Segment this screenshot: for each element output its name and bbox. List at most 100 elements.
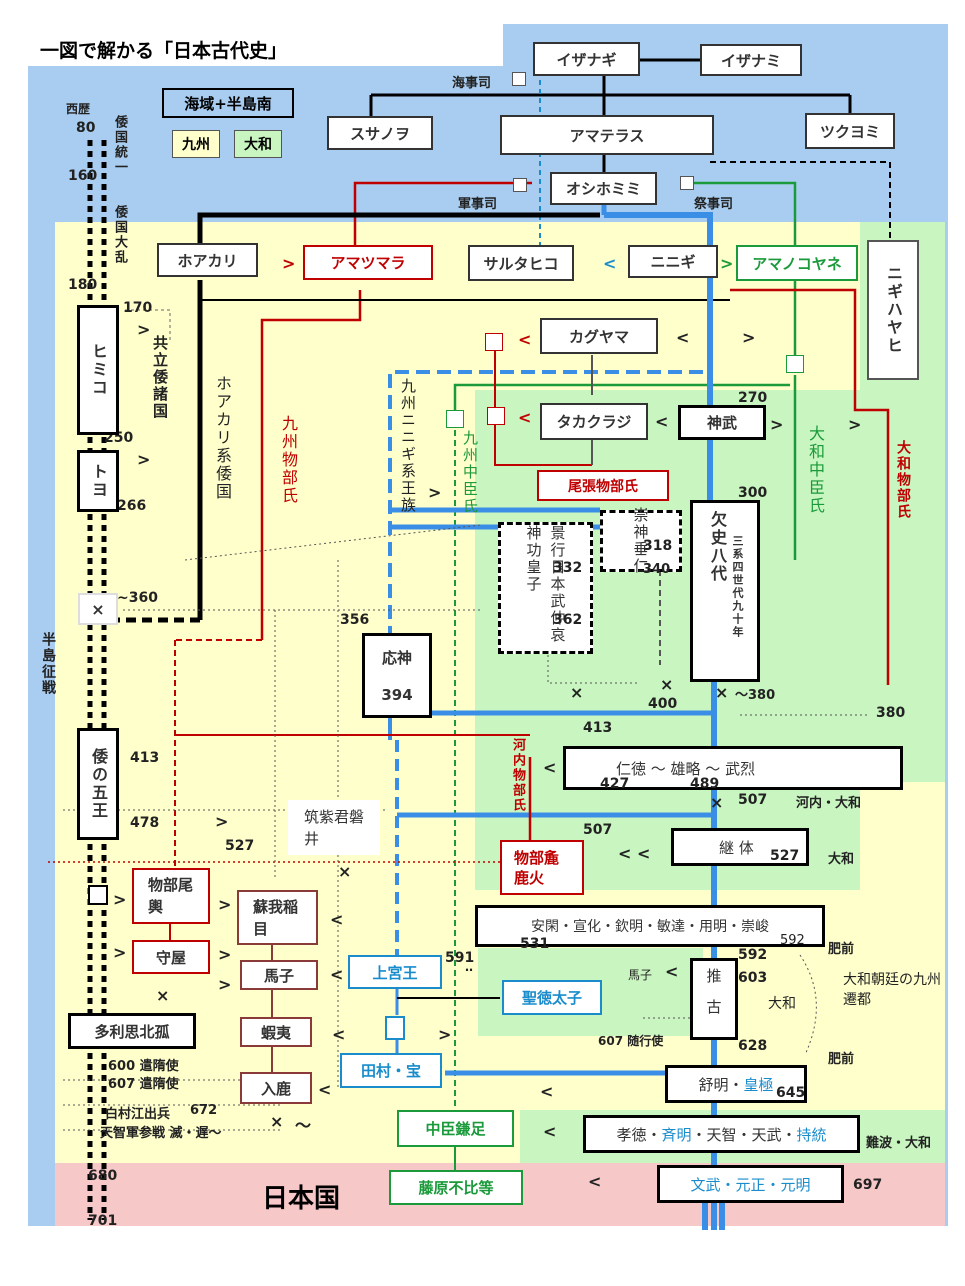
num-645: 645 (776, 1085, 806, 1101)
kamitsumiya-box: 上宮王 (348, 955, 442, 989)
nintoku-box: 仁徳 〜 雄略 〜 武烈 (563, 746, 903, 790)
okoshi-box: 物部尾輿 (132, 868, 210, 924)
gt-jinmu-2: > (848, 415, 862, 434)
jomei-b: 皇極 (743, 1075, 774, 1094)
legend-sea: 海域+半島南 (162, 88, 294, 118)
iwai-box: 筑紫君磐井 (288, 800, 380, 855)
gt-iname-1: > (218, 895, 232, 914)
shotoku-box: 聖徳太子 (502, 980, 602, 1015)
cross-380: × (715, 683, 729, 702)
lt-nintoku: < (543, 758, 557, 777)
toitsu-label: 倭国統一 (112, 115, 127, 175)
kotoku-d: 持統 (796, 1125, 827, 1144)
cross-400: × (570, 683, 584, 702)
saiji-square (680, 176, 694, 190)
gt-ninigi-kei: > (428, 483, 442, 502)
num-362: 362 (553, 612, 583, 628)
num-592b: 592 (780, 933, 805, 948)
legend-yamato: 大和 (234, 130, 282, 158)
page-title: 一図で解かる「日本古代史」 (40, 40, 288, 62)
izanagi-box: イザナギ (533, 42, 640, 76)
lt-emishi: < (332, 1025, 346, 1044)
oshihomimi-box: オシホミミ (550, 172, 657, 205)
ojin-box: 応神 394 (362, 633, 432, 718)
kyushu-nakatomi-label: 九州中臣氏 (461, 430, 479, 515)
legend-kyushu: 九州 (172, 130, 220, 158)
takakuraji-box: タカクラジ (540, 403, 648, 440)
year-413: 413 (130, 750, 160, 766)
tairan-label: 倭国大乱 (112, 205, 127, 265)
lt-iname: < (330, 910, 344, 929)
num-270: 270 (738, 390, 768, 406)
kyushu-mononobe-label: 九州物部氏 (279, 415, 298, 505)
jinmu-box: 神武 (678, 405, 766, 440)
kaiji-square (512, 72, 526, 86)
owari-box: 尾張物部氏 (537, 470, 669, 501)
num-170: 170 (123, 300, 153, 316)
goou-box: 倭の五王 (77, 728, 119, 840)
year-266: 266 (117, 498, 147, 514)
kotoku-a: 孝徳・ (616, 1125, 662, 1144)
yamato-mononobe-label: 大和物部氏 (895, 440, 911, 520)
jomei-a: 舒明・ (698, 1075, 744, 1094)
gt-iname-2: > (218, 945, 232, 964)
saiji-label: 祭事司 (694, 197, 734, 212)
small-blue-box (385, 1016, 405, 1040)
lt-iruka: < (318, 1080, 332, 1099)
lt-sarutahiko: < (603, 254, 617, 273)
ankan-box: 安閑・宣化・欽明・敏達・用明・崇峻 (475, 905, 825, 947)
hoakari-box: ホアカリ (157, 243, 258, 277)
ketsushi-sub: 三系四世代九十年 (731, 535, 744, 639)
yamato-keitai-label: 大和 (828, 852, 855, 867)
kotoku-b: 斉明 (661, 1125, 692, 1144)
yamato-nakatomi-label: 大和中臣氏 (806, 425, 825, 515)
amaterasu-box: アマテラス (500, 115, 714, 155)
gt-ninigi: > (720, 254, 734, 273)
tenchi-label: 天智軍参戦 滅・遅〜 (100, 1126, 222, 1141)
dots-kamitsumiya: ‥ (465, 960, 474, 974)
gt-478: > (215, 812, 229, 831)
kotoku-c: ・天智・天武・ (691, 1125, 797, 1144)
num-507b: 507 (583, 822, 613, 838)
hanto-label: 半島征戦 (40, 632, 56, 696)
lt-jinmu: < (655, 412, 669, 431)
arakabi-box: 物部麁鹿火 (500, 840, 584, 895)
umako-box: 馬子 (240, 960, 318, 990)
tarishi-box: 多利思北孤 (68, 1013, 196, 1049)
num-591: 591 (445, 950, 475, 966)
kamatari-box: 中臣鎌足 (397, 1110, 514, 1147)
nihon-label: 日本国 (262, 1184, 341, 1214)
lt-kotoku: < (543, 1122, 557, 1141)
sarutahiko-box: サルタヒコ (468, 245, 574, 281)
num-628: 628 (738, 1038, 768, 1054)
ojin-name: 応神 (381, 649, 412, 667)
gt-kagayama: > (742, 328, 756, 347)
timeline-small-square (88, 885, 108, 905)
ninigi-box: ニニギ (628, 245, 718, 278)
tilde-iruka: 〜 (295, 1116, 312, 1135)
ketsushi-box: 欠史八代 三系四世代九十年 (690, 500, 760, 682)
red-square-1 (485, 333, 503, 351)
kotoku-box: 孝徳・斉明・天智・天武・持統 (583, 1115, 860, 1153)
toyo-box: トヨ (77, 450, 119, 512)
susanoo-box: スサノヲ (327, 116, 433, 150)
umako-small-label: 馬子 (628, 968, 653, 982)
sujin-box: 崇神垂仁 (600, 507, 682, 575)
hizen-1-label: 肥前 (828, 942, 855, 957)
keitai-box: 継 体 (671, 828, 809, 866)
tamura-box: 田村・宝 (340, 1053, 442, 1088)
himiko-box: ヒミコ (77, 305, 119, 435)
suiko-box: 推古 (690, 958, 738, 1040)
num-603: 603 (738, 970, 768, 986)
year-160: 160 (68, 168, 98, 184)
gt-jinmu: > (770, 415, 784, 434)
num-356: 356 (340, 612, 370, 628)
gunji-square (513, 178, 527, 192)
num-697: 697 (853, 1177, 883, 1193)
lt-suiko: < (665, 962, 679, 981)
ketsushi-title: 欠史八代 (708, 511, 727, 583)
naniwa-label: 難波・大和 (866, 1136, 932, 1151)
amatsumara-box: アマツマラ (303, 245, 433, 280)
hakusuki-label: 白村江出兵 (105, 1107, 171, 1122)
num-400: 400 (648, 696, 678, 712)
